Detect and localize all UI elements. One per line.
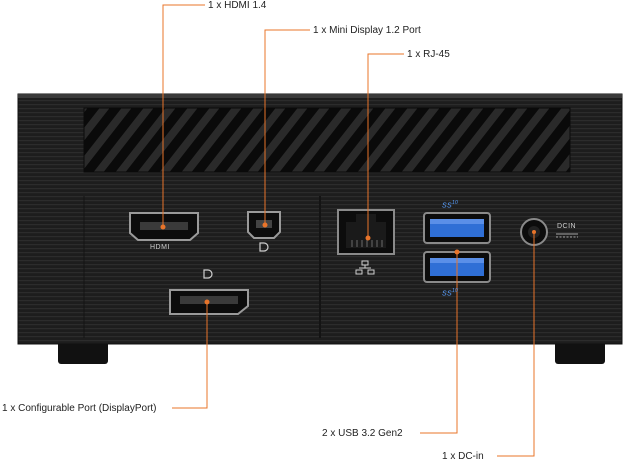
callout-dc-in: 1 x DC-in bbox=[442, 451, 484, 462]
dcin-port-label: DCIN bbox=[557, 223, 577, 230]
usb-gen-label: 10 bbox=[451, 288, 459, 294]
callout-mini-displayport: 1 x Mini Display 1.2 Port bbox=[313, 25, 421, 36]
callout-configurable-port: 1 x Configurable Port (DisplayPort) bbox=[2, 403, 157, 414]
usb-port-top bbox=[423, 212, 491, 244]
displayport-logo-icon bbox=[203, 269, 213, 279]
usb-superspeed-mark-top: SS10 bbox=[442, 200, 458, 209]
usb-ss-label: SS bbox=[442, 290, 452, 298]
callout-usb: 2 x USB 3.2 Gen2 bbox=[322, 428, 403, 439]
right-foot bbox=[555, 340, 605, 364]
vent-grille bbox=[83, 107, 571, 173]
displayport-logo-icon bbox=[259, 242, 269, 252]
callout-lines bbox=[162, 4, 535, 457]
callout-dots bbox=[160, 222, 460, 305]
hdmi-port-label: HDMI bbox=[150, 244, 170, 251]
callout-rj45: 1 x RJ-45 bbox=[407, 49, 450, 60]
usb-gen-label: 10 bbox=[451, 200, 459, 206]
dc-polarity-icon bbox=[556, 233, 578, 238]
left-foot bbox=[58, 340, 108, 364]
usb-superspeed-mark-bottom: SS10 bbox=[442, 288, 458, 297]
usb-ss-label: SS bbox=[442, 202, 452, 210]
callout-hdmi: 1 x HDMI 1.4 bbox=[208, 0, 267, 11]
rj45-port bbox=[337, 209, 395, 255]
chassis-top-edge bbox=[18, 94, 622, 98]
network-icon bbox=[355, 260, 375, 275]
